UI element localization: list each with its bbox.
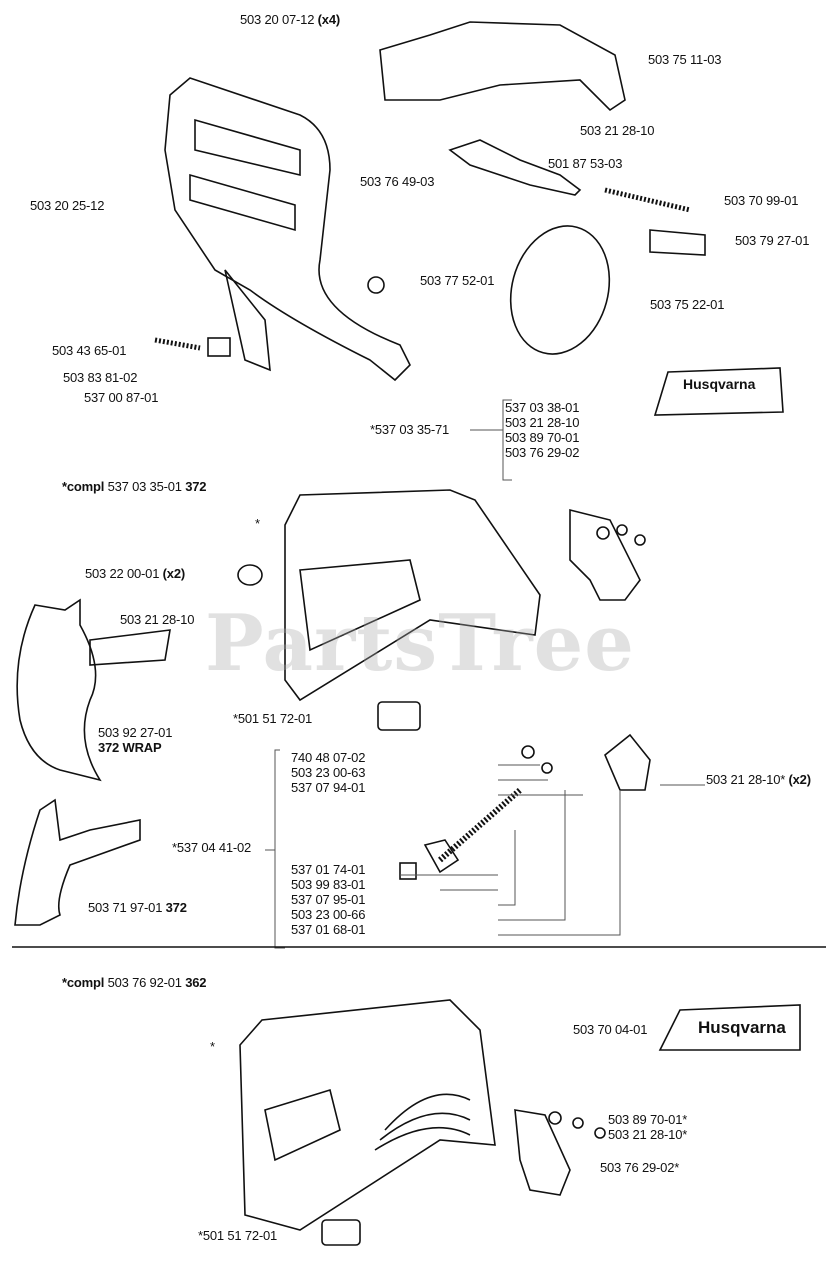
clutch-cover-362 — [239, 999, 496, 1231]
part-label: 503 92 27-01 — [98, 725, 173, 740]
brake-band — [509, 225, 611, 355]
part-label: 537 01 74-01 — [291, 862, 366, 877]
part-label: 503 77 52-01 — [420, 273, 495, 288]
husqvarna-decal-1 — [653, 367, 784, 416]
part-label: *501 51 72-01 — [198, 1228, 278, 1243]
husqvarna-logo-2: Husqvarna — [698, 1018, 786, 1037]
section-title: *compl 537 03 35-01 372 — [62, 479, 207, 494]
model-label: 372 WRAP — [98, 740, 162, 755]
part-label: 501 87 53-03 — [548, 156, 623, 171]
part-label: 503 83 81-02 — [63, 370, 138, 385]
part-label: 537 01 68-01 — [291, 922, 366, 937]
part-label: 503 75 22-01 — [650, 297, 725, 312]
part-label: 503 76 29-02* — [600, 1160, 680, 1175]
husqvarna-logo: Husqvarna — [683, 376, 756, 392]
part-label: 503 21 28-10* — [608, 1127, 688, 1142]
part-label: 503 21 28-10 — [120, 612, 195, 627]
part-label: 537 07 94-01 — [291, 780, 366, 795]
part-label: 503 76 49-03 — [360, 174, 435, 189]
bumper-spike-wrap — [16, 598, 102, 782]
part-label: *501 51 72-01 — [233, 711, 313, 726]
part-label: 503 71 97-01 372 — [88, 900, 187, 915]
part-label: 503 21 28-10* (x2) — [706, 772, 811, 787]
part-label: 503 43 65-01 — [52, 343, 127, 358]
part-label: 537 00 87-01 — [84, 390, 159, 405]
assembly-marker: * — [255, 516, 260, 531]
assembly-marker: * — [210, 1039, 215, 1054]
watermark: PartsTree — [205, 598, 635, 689]
section-title: *compl 503 76 92-01 362 — [62, 975, 207, 990]
spring-cover — [649, 229, 706, 256]
part-label: 503 21 28-10 — [505, 415, 580, 430]
part-label: 503 75 11-03 — [648, 52, 722, 67]
part-label: 537 03 38-01 — [505, 400, 580, 415]
part-label: 503 70 99-01 — [724, 193, 799, 208]
part-label: 503 20 07-12 (x4) — [240, 12, 340, 27]
part-label: 503 99 83-01 — [291, 877, 366, 892]
clutch-cover-372 — [284, 489, 541, 702]
brake-bracket — [379, 21, 626, 112]
brake-lever — [448, 139, 582, 196]
part-label: 503 21 28-10 — [580, 123, 655, 138]
part-label: 503 20 25-12 — [30, 198, 105, 213]
part-label: 503 23 00-66 — [291, 907, 366, 922]
hand-guard — [164, 77, 411, 382]
part-label: 503 89 70-01* — [608, 1112, 688, 1127]
part-label: 537 07 95-01 — [291, 892, 366, 907]
part-label: 503 22 00-01 (x2) — [85, 566, 185, 581]
part-label: 503 79 27-01 — [735, 233, 810, 248]
part-label: 503 23 00-63 — [291, 765, 366, 780]
kit-label: *537 04 41-02 — [172, 840, 252, 855]
part-label: 740 48 07-02 — [291, 750, 366, 765]
part-label: 503 76 29-02 — [505, 445, 580, 460]
part-label: 503 89 70-01 — [505, 430, 580, 445]
husqvarna-decal-2 — [658, 1004, 801, 1051]
bumper-spike-372 — [14, 798, 141, 926]
kit-label: *537 03 35-71 — [370, 422, 450, 437]
brake-spring — [604, 187, 691, 213]
part-label: 503 70 04-01 — [573, 1022, 648, 1037]
